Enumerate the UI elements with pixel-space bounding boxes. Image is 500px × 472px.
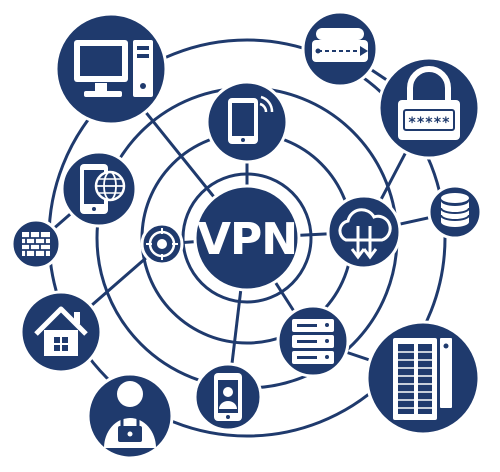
hard-drive-icon <box>301 10 379 88</box>
datacenter-tower-icon <box>365 320 481 436</box>
padlock-password-icon: ***** <box>377 56 481 160</box>
house-icon <box>19 290 103 374</box>
phone-globe-icon <box>60 150 138 228</box>
brick-wall-icon <box>10 218 62 270</box>
tablet-wifi-icon <box>205 80 289 164</box>
password-mask: ***** <box>408 115 450 131</box>
vpn-hub: VPN <box>193 184 301 292</box>
server-rack-icon <box>276 304 350 378</box>
vpn-label: VPN <box>197 214 297 265</box>
user-lock-icon <box>86 372 174 460</box>
target-icon <box>140 222 184 266</box>
cloud-sync-icon <box>326 194 402 270</box>
desktop-computer-icon <box>54 12 168 126</box>
mobile-user-icon <box>193 362 263 432</box>
database-icon <box>427 184 483 240</box>
